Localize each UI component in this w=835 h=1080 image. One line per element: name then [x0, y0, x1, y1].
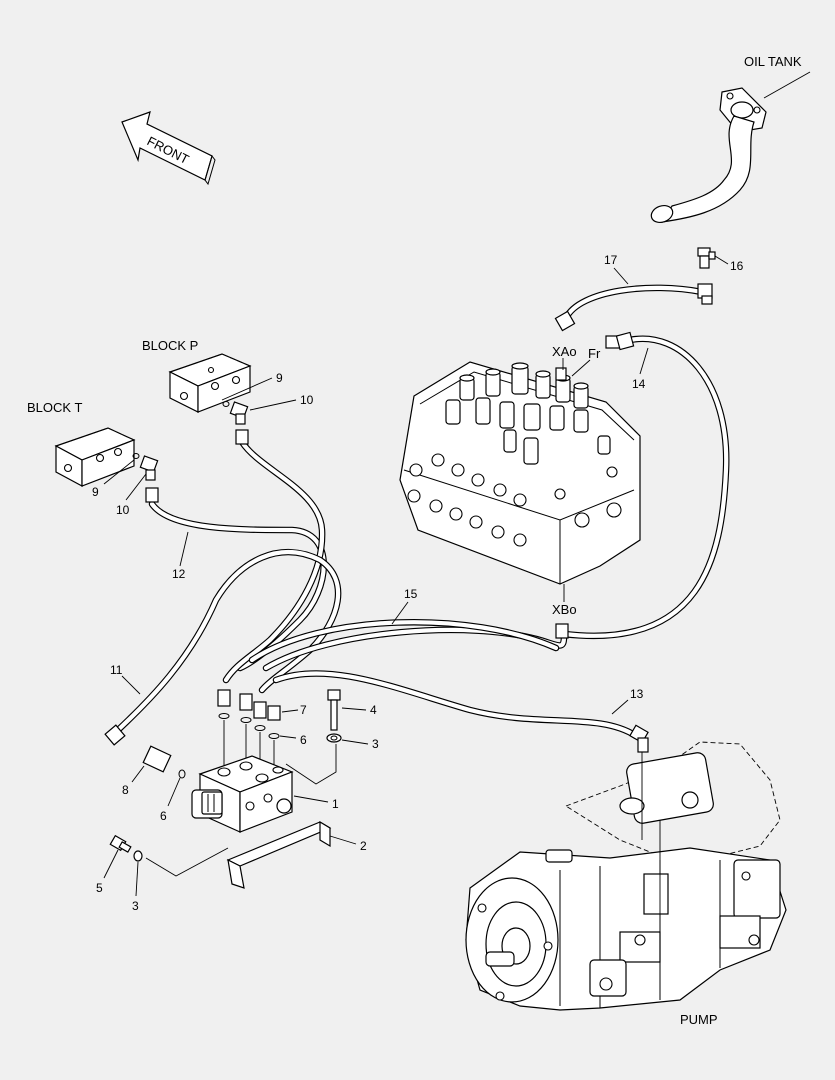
block-p-label: BLOCK P: [142, 338, 198, 353]
xbo-port-label: XBo: [552, 602, 577, 617]
callout-15: 15: [404, 587, 418, 601]
front-arrow: FRONT: [121, 111, 216, 186]
callout-4: 4: [370, 703, 377, 717]
callout-11: 11: [110, 663, 123, 677]
valve-spool-caps: [445, 362, 611, 465]
callout-6-left: 6: [160, 809, 167, 823]
callout-10-left: 10: [116, 503, 130, 517]
callout-12: 12: [172, 567, 186, 581]
oil-tank-label: OIL TANK: [744, 54, 802, 69]
pump-label: PUMP: [680, 1012, 718, 1027]
fitting-16: 16: [697, 247, 744, 273]
callout-5: 5: [96, 881, 103, 895]
callout-1: 1: [332, 797, 339, 811]
callout-17: 17: [604, 253, 618, 267]
main-pump: PUMP: [465, 741, 787, 1027]
pilot-control-block: 7 6 8 6 1: [122, 689, 339, 833]
callout-7: 7: [300, 703, 307, 717]
callout-3-left: 3: [132, 899, 139, 913]
callout-9-left: 9: [92, 485, 99, 499]
fitting-10-block-p: 9 10: [221, 371, 314, 425]
valve-ports: [407, 453, 622, 547]
callout-10-top: 10: [300, 393, 314, 407]
callout-3-right: 3: [372, 737, 379, 751]
callout-14: 14: [632, 377, 646, 391]
bolt-4-washer-3: 4 3: [326, 689, 379, 751]
bracket-2: 2: [145, 820, 367, 889]
block-t-label: BLOCK T: [27, 400, 82, 415]
hoses: 17 14 12 11 15: [104, 253, 730, 753]
fr-label: Fr: [588, 346, 601, 361]
callout-9-top: 9: [276, 371, 283, 385]
block-p: BLOCK P: [142, 338, 252, 413]
callout-16: 16: [730, 259, 744, 273]
callout-6-top: 6: [300, 733, 307, 747]
fitting-10-block-t: 9 10: [92, 453, 159, 517]
block-t: BLOCK T: [27, 400, 136, 488]
bolt-5-washer-3: 5 3: [96, 834, 143, 913]
callout-2: 2: [360, 839, 367, 853]
callout-8: 8: [122, 783, 129, 797]
xao-port-label: XAo: [552, 344, 577, 359]
oil-tank-suction-pipe: OIL TANK: [650, 54, 811, 224]
main-control-valve: XAo Fr XBo: [399, 344, 641, 617]
callout-13: 13: [630, 687, 644, 701]
